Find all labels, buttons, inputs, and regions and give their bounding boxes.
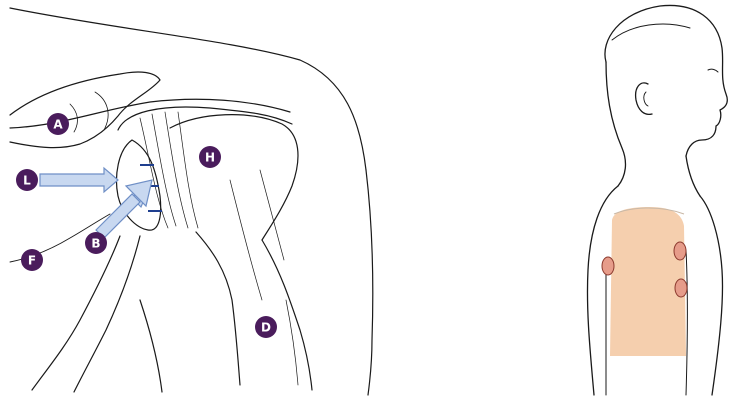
humerus-shaft-detail	[230, 170, 298, 385]
scapula-border	[32, 236, 120, 390]
arm-front-edge	[686, 250, 688, 395]
neck-front	[686, 156, 700, 196]
electrode-lower-front	[675, 279, 687, 297]
chest-outline	[700, 196, 723, 395]
neck-back	[606, 62, 625, 186]
marker-h: H	[199, 146, 221, 168]
marker-a: A	[47, 113, 69, 135]
arm-patch	[610, 207, 686, 356]
marker-b: B	[85, 232, 107, 254]
person-profile	[587, 5, 727, 395]
hairline	[612, 24, 690, 40]
humerus-shaft-right	[262, 240, 312, 390]
humerus-shaft-left	[196, 232, 240, 385]
arrow-l	[40, 168, 118, 192]
eye	[708, 69, 718, 72]
marker-d-label: D	[261, 321, 271, 335]
marker-d: D	[255, 316, 277, 338]
marker-f-label: F	[28, 254, 36, 268]
marker-h-label: H	[205, 151, 215, 165]
ear-inner	[644, 92, 648, 106]
marker-l-label: L	[23, 174, 31, 188]
acromion-bone	[10, 72, 160, 148]
shoulder-skin-outline	[10, 8, 366, 170]
marker-b-label: B	[91, 237, 100, 251]
scapula-border-inner	[74, 236, 140, 392]
shoulder-anatomy-drawing	[10, 8, 373, 395]
head-outline	[605, 5, 727, 156]
electrode-upper-front	[674, 242, 686, 260]
deltoid-outline	[366, 170, 373, 395]
marker-l: L	[16, 169, 38, 191]
electrode-back	[602, 257, 614, 275]
marker-a-label: A	[53, 118, 63, 132]
arrow-b-shaft	[96, 194, 140, 238]
arrow-l-shape	[40, 168, 118, 192]
humeral-head	[170, 115, 298, 240]
arm-outline-lower	[140, 300, 162, 392]
marker-f: F	[21, 249, 43, 271]
